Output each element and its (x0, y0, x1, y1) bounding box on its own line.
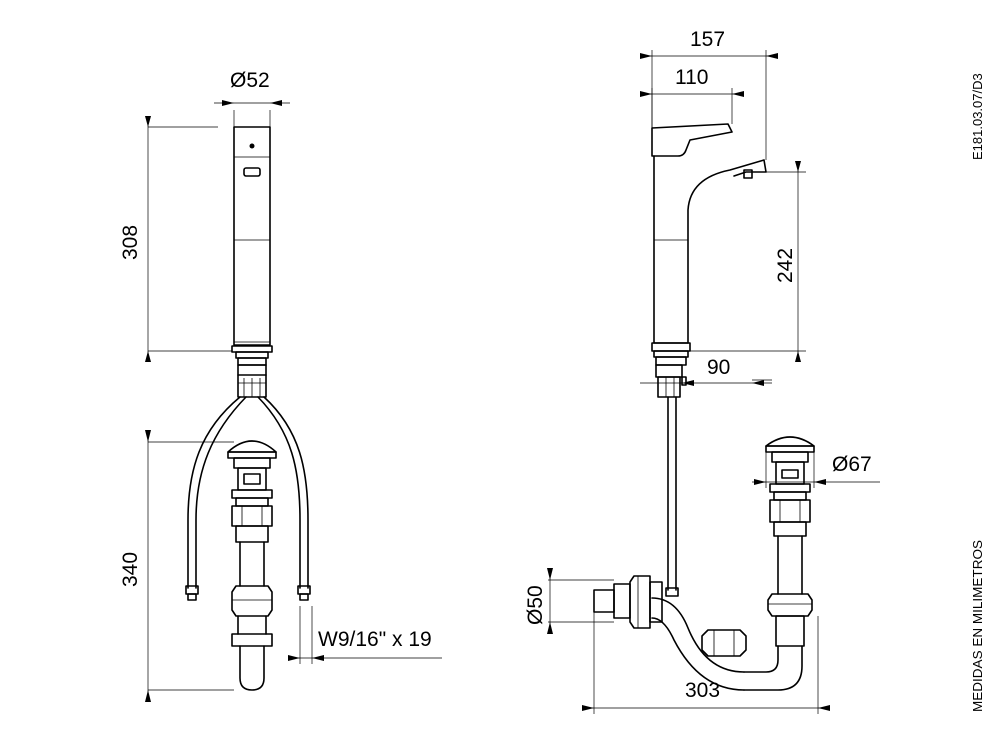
dim-label-diameter-52: Ø52 (230, 69, 270, 92)
waste-front (227, 440, 277, 691)
dim-side-waste-diameter (752, 452, 880, 488)
units-note: MEDIDAS EN MILIMETROS (970, 540, 985, 712)
dim-front-height-body (145, 116, 232, 362)
dim-side-base-offset (640, 379, 772, 386)
dim-label-157: 157 (690, 28, 725, 51)
dim-side-spout-height (690, 161, 806, 362)
dim-side-trap-diameter (547, 568, 614, 634)
dim-label-242: 242 (774, 248, 797, 283)
dim-label-90: 90 (707, 356, 730, 379)
dim-label-110: 110 (675, 66, 708, 89)
dim-label-308: 308 (119, 225, 142, 260)
dim-label-diameter-67: Ø67 (832, 453, 872, 476)
bottle-trap-side (593, 575, 803, 691)
hoses-front (185, 396, 311, 601)
dim-side-reach-total (640, 50, 778, 160)
dim-hose-thread (288, 606, 442, 664)
dim-side-reach-spout (640, 88, 744, 128)
faucet-body-side (651, 123, 767, 597)
faucet-body-front (231, 126, 273, 398)
drawing-code: E181.03.07/D3 (970, 73, 985, 160)
dim-front-height-lower (145, 430, 234, 702)
dim-label-hose-thread: W9/16" x 19 (318, 628, 432, 651)
dim-label-303: 303 (685, 679, 720, 702)
dim-label-diameter-50: Ø50 (524, 585, 547, 625)
dim-label-340: 340 (119, 552, 142, 587)
dim-side-trap-length (582, 612, 830, 714)
side-view: 157 110 242 90 (524, 28, 880, 714)
waste-side (765, 436, 815, 647)
dim-front-width (214, 100, 290, 127)
front-view: Ø52 308 340 W9/16" x 19 (119, 69, 442, 702)
